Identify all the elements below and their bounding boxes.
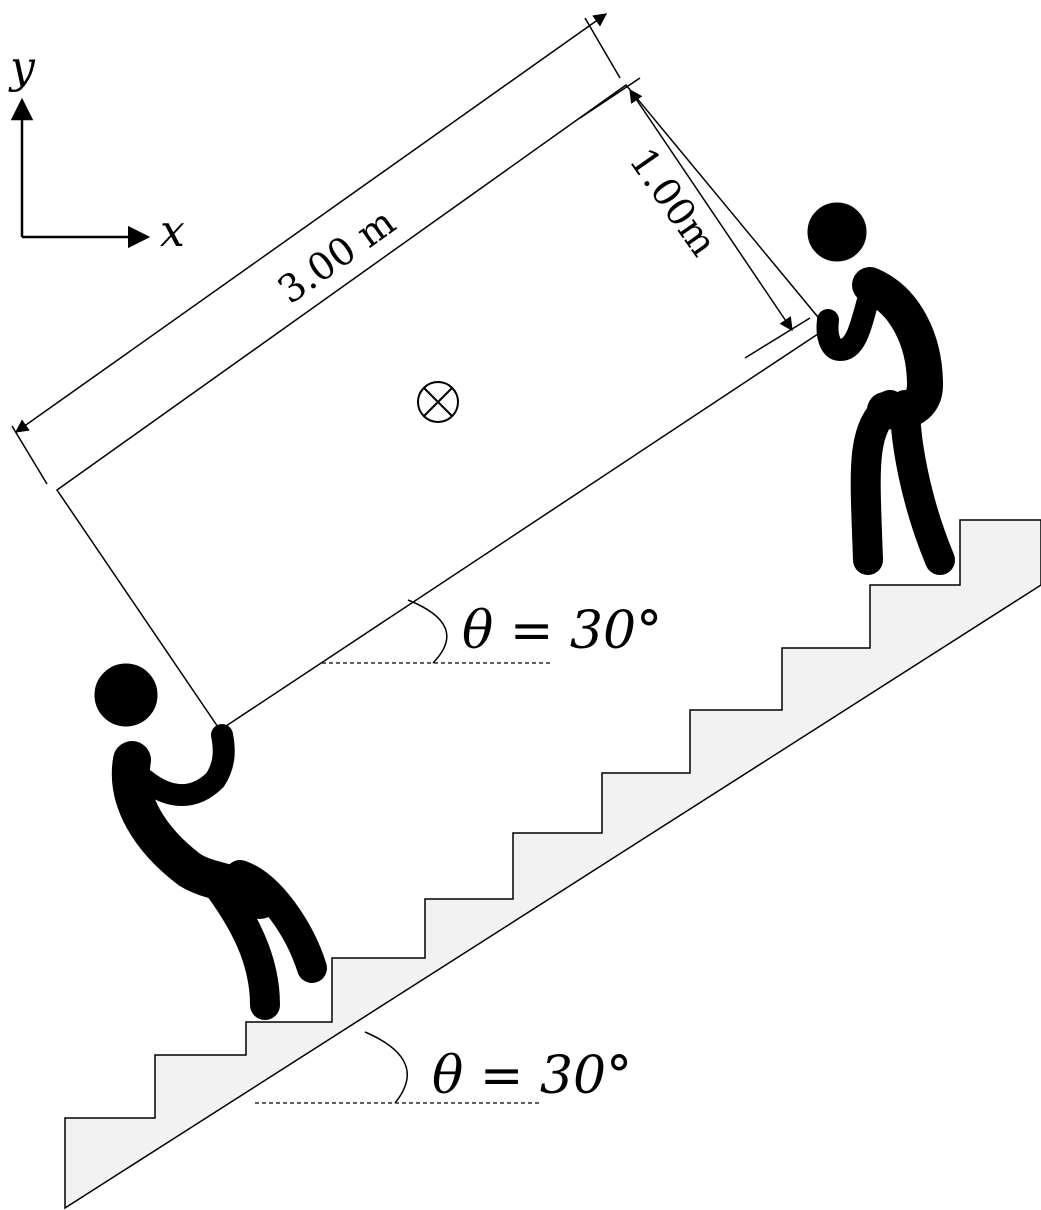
person-bottom-head (94, 663, 158, 727)
staircase (64, 519, 1041, 1210)
box-angle-arc (407, 599, 448, 664)
center-of-mass-symbol (417, 381, 459, 423)
y-axis-label: y (8, 42, 36, 93)
length-dimension-line (14, 13, 608, 433)
person-bottom-icon (94, 663, 327, 1020)
person-top-icon (807, 202, 955, 575)
length-extension-right (584, 17, 621, 79)
width-extension-top (579, 77, 641, 119)
box (55, 83, 829, 732)
stair-angle-annotation: θ = 30° (255, 1031, 632, 1106)
box-angle-label: θ = 30° (462, 601, 662, 661)
length-extension-left (11, 425, 48, 485)
coordinate-axes: y x (8, 42, 185, 257)
box-angle-annotation: θ = 30° (322, 599, 662, 664)
stair-angle-label: θ = 30° (432, 1046, 632, 1106)
person-top-head (807, 202, 867, 262)
x-axis-label: x (160, 206, 185, 257)
stair-steps (64, 519, 1041, 1210)
width-dimension-line (629, 88, 793, 332)
stair-angle-arc (364, 1031, 408, 1104)
width-extension-bottom (744, 317, 811, 359)
